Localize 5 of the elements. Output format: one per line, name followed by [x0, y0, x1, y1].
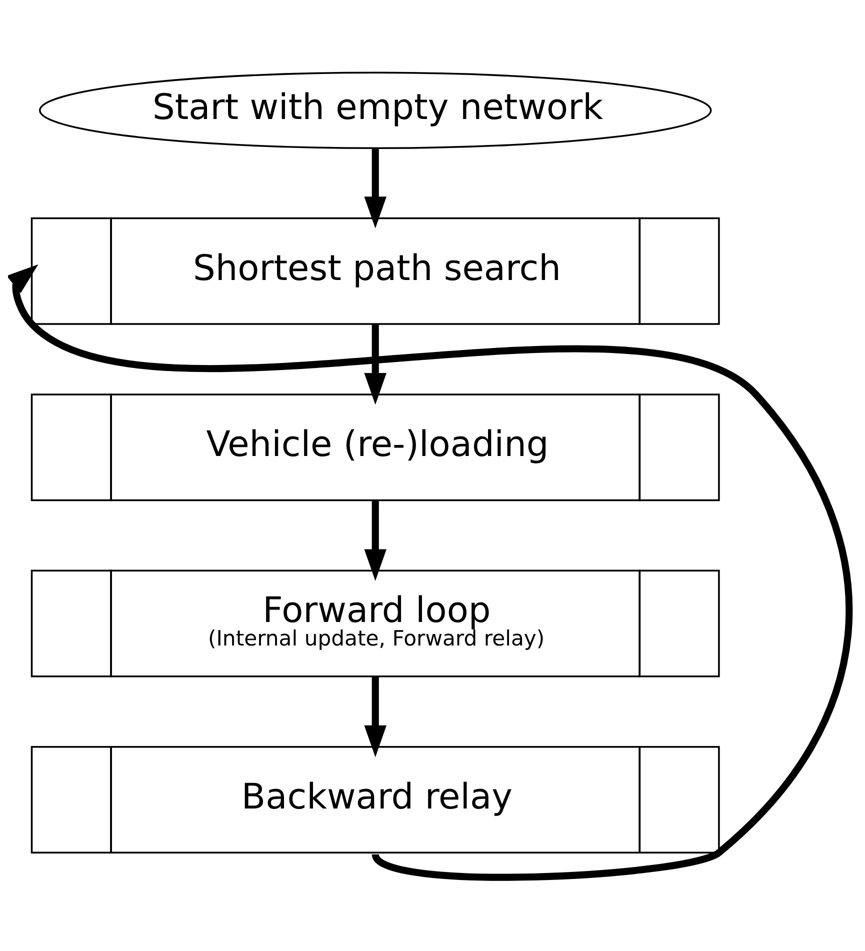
node-ellipse: Start with empty network	[38, 72, 712, 150]
arrow	[364, 500, 386, 581]
arrow	[8, 264, 852, 881]
arrow	[364, 148, 386, 228]
arrow	[364, 676, 386, 758]
